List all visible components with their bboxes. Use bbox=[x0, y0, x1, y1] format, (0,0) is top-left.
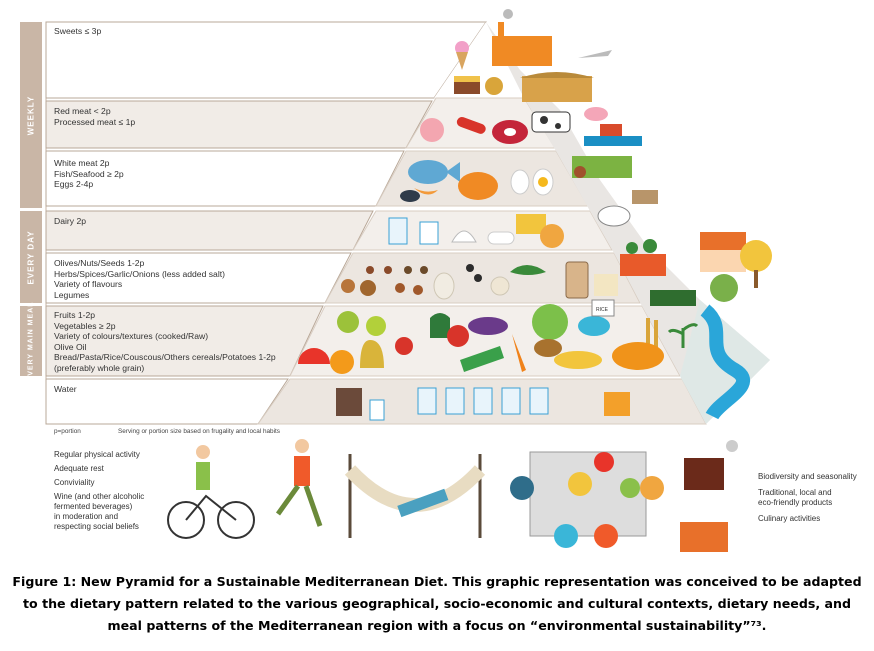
tier-sweets: Sweets ≤ 3p bbox=[54, 26, 102, 36]
cabbage-icon bbox=[532, 304, 568, 340]
cheese-wedge-icon bbox=[516, 214, 546, 234]
sheep-icon bbox=[597, 205, 631, 227]
walnut-icon bbox=[341, 279, 355, 293]
lifestyle-item: Wine (and other alcoholic fermented beve… bbox=[54, 492, 145, 531]
water-tap-icon bbox=[336, 388, 362, 416]
grapes-icon bbox=[337, 311, 359, 333]
sustainability-item: Traditional, local and eco-friendly prod… bbox=[758, 488, 833, 507]
chicken-icon bbox=[574, 166, 586, 178]
pyramid-graphic: RICE bbox=[45, 9, 772, 552]
muffin-icon bbox=[485, 77, 503, 95]
tree-icon bbox=[740, 240, 772, 272]
eggplant-icon bbox=[468, 317, 508, 335]
farm-field-icon bbox=[572, 156, 632, 178]
barn-icon bbox=[522, 76, 592, 102]
potato-icon bbox=[534, 339, 562, 357]
runner-icon bbox=[294, 456, 310, 486]
lifestyle-illustrations bbox=[167, 439, 738, 552]
tea-cup-icon bbox=[604, 392, 630, 416]
river-icon bbox=[700, 304, 750, 420]
chestnut-icon bbox=[395, 283, 405, 293]
crop-field-icon bbox=[650, 290, 696, 306]
ice-cream-icon bbox=[455, 41, 469, 55]
pig-icon bbox=[584, 107, 608, 121]
portion-note: p=portion bbox=[54, 428, 81, 435]
bicycle-icon bbox=[167, 501, 205, 539]
sustainability-legend: Biodiversity and seasonality Traditional… bbox=[758, 472, 873, 530]
olive-tree-icon bbox=[710, 274, 738, 302]
serving-note: Serving or portion size based on frugali… bbox=[118, 428, 280, 435]
market-stall-icon bbox=[700, 232, 746, 250]
garlic-icon bbox=[490, 276, 510, 296]
mozzarella-icon bbox=[487, 231, 515, 245]
pasta-icon bbox=[554, 351, 602, 369]
water-glass-icon bbox=[417, 387, 437, 415]
sustainability-item: Culinary activities bbox=[758, 514, 821, 523]
band-weekly: WEEKLY bbox=[20, 22, 42, 208]
egg-icon bbox=[510, 169, 530, 195]
tier-water: Water bbox=[54, 384, 77, 394]
sprout-icon bbox=[667, 323, 699, 348]
herbs-icon bbox=[510, 265, 546, 275]
yogurt-icon bbox=[419, 221, 439, 245]
chicken-roast-icon bbox=[458, 172, 498, 200]
cheese-soft-icon bbox=[451, 230, 477, 243]
tier-white-meat: White meat 2p Fish/Seafood ≥ 2p Eggs 2-4… bbox=[54, 158, 124, 189]
carrot-icon bbox=[512, 334, 526, 372]
lifestyle-item: Conviviality bbox=[54, 478, 95, 487]
tier-dairy: Dairy 2p bbox=[54, 216, 86, 226]
mussel-icon bbox=[400, 190, 420, 202]
tier-fruits-vegetables: Fruits 1-2p Vegetables ≥ 2p Variety of c… bbox=[54, 310, 276, 373]
rice-label: RICE bbox=[596, 307, 609, 313]
sausage-icon bbox=[456, 116, 486, 134]
factory-icon bbox=[492, 36, 552, 66]
sustainability-side bbox=[486, 9, 772, 424]
tier-meat: Red meat < 2p Processed meat ≤ 1p bbox=[54, 106, 136, 127]
lifestyle-item: Adequate rest bbox=[54, 464, 104, 473]
onion-icon bbox=[433, 272, 455, 300]
goat-icon bbox=[632, 190, 658, 204]
diner-icon bbox=[510, 476, 534, 500]
tomato-icon bbox=[447, 325, 469, 347]
leek-icon bbox=[460, 346, 504, 372]
cyclist-icon bbox=[196, 462, 210, 490]
legume-jar-icon bbox=[565, 261, 589, 299]
seeds-icon bbox=[594, 274, 618, 296]
milk-glass-icon bbox=[388, 217, 408, 245]
boat-icon bbox=[584, 136, 642, 146]
watermelon-icon bbox=[298, 348, 330, 364]
rice-pack-icon bbox=[591, 299, 615, 317]
bread-icon bbox=[612, 342, 664, 370]
hazelnut-icon bbox=[404, 266, 412, 274]
band-every-main-meal: EVERY MAIN MEAL bbox=[20, 301, 42, 381]
lifestyle-legend: Regular physical activity Adequate rest … bbox=[54, 450, 144, 536]
food-basket-icon bbox=[680, 522, 728, 552]
olive-icon bbox=[466, 264, 474, 272]
cow-icon bbox=[531, 111, 571, 133]
olive-oil-bottle-icon bbox=[360, 340, 384, 368]
apple-icon bbox=[366, 316, 386, 336]
tier-panels bbox=[45, 21, 487, 425]
lifestyle-item: Regular physical activity bbox=[54, 450, 140, 459]
shrimp-icon bbox=[414, 188, 438, 195]
orange-icon bbox=[330, 350, 354, 374]
figure-caption: Figure 1: New Pyramid for a Sustainable … bbox=[12, 574, 862, 633]
cooking-pot-icon bbox=[684, 458, 724, 490]
tier-olives-nuts: Olives/Nuts/Seeds 1-2p Herbs/Spices/Garl… bbox=[54, 258, 225, 300]
sustainability-item: Biodiversity and seasonality bbox=[758, 472, 857, 481]
wheat-icon bbox=[646, 318, 658, 348]
broccoli-icon bbox=[430, 313, 450, 338]
band-every-day: EVERY DAY bbox=[20, 211, 42, 303]
rice-bowl-icon bbox=[578, 316, 610, 336]
fish-icon bbox=[408, 160, 448, 184]
ham-icon bbox=[420, 118, 444, 142]
food-icons: RICE bbox=[298, 41, 664, 421]
plane-icon bbox=[578, 50, 612, 58]
vegetable-crate-icon bbox=[620, 254, 666, 276]
hammock-icon bbox=[348, 454, 482, 538]
cherries-icon bbox=[395, 337, 413, 355]
